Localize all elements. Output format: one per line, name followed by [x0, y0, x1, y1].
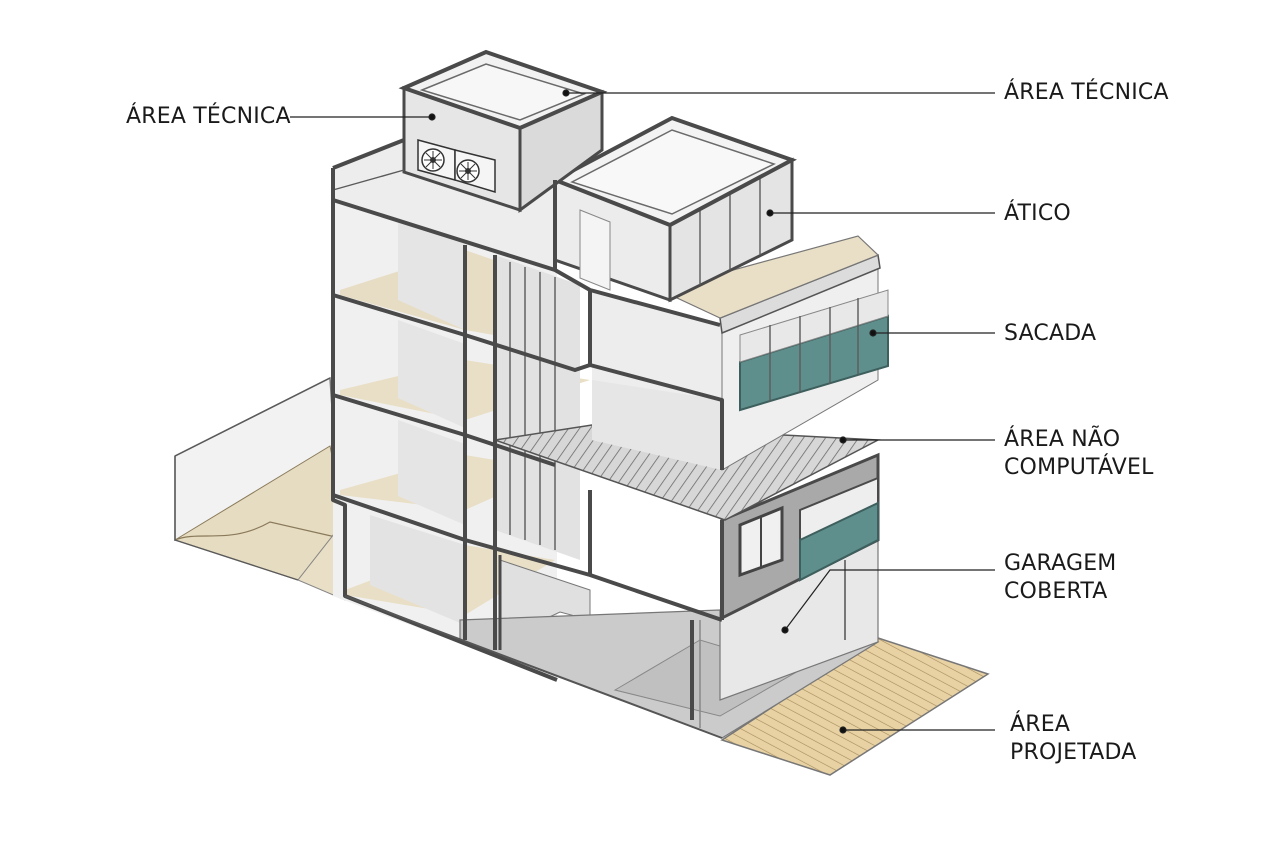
label-area-tecnica-right: ÁREA TÉCNICA — [1004, 80, 1169, 105]
label-atico: ÁTICO — [1004, 201, 1071, 226]
air-conditioner-icon — [454, 149, 496, 194]
leader-lines — [290, 89, 995, 734]
garage-columns — [498, 555, 846, 728]
right-wing — [494, 235, 889, 701]
attic-volume — [550, 115, 797, 303]
side-extension — [173, 376, 346, 601]
label-garagem-coberta: GARAGEM COBERTA — [1004, 551, 1117, 604]
label-area-projetada: ÁREA PROJETADA — [1010, 712, 1137, 765]
label-sacada: SACADA — [1004, 321, 1097, 346]
label-area-tecnica-left: ÁREA TÉCNICA — [126, 104, 291, 129]
label-area-nao-computavel: ÁREA NÃO COMPUTÁVEL — [1004, 427, 1154, 480]
structural-frame — [331, 138, 724, 682]
